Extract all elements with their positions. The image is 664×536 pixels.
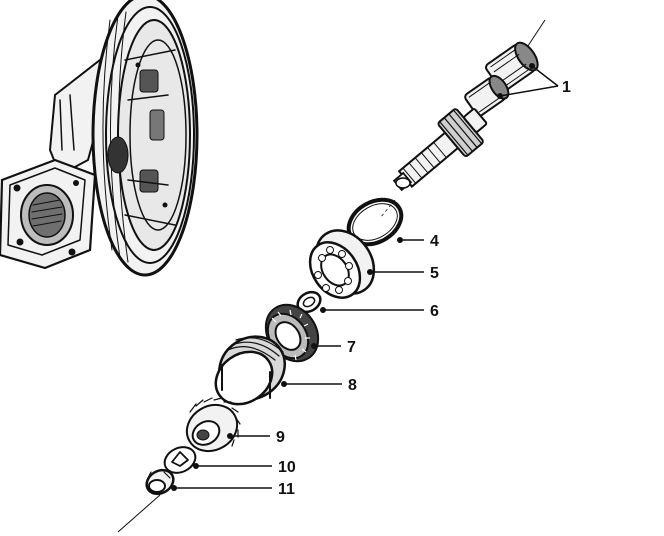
part-1-needle-bearings	[464, 41, 539, 117]
part-9-bevel-gear	[185, 397, 241, 453]
callout-label-6: 6	[430, 303, 439, 320]
callout-label-8: 8	[348, 377, 357, 394]
callout-label-9: 9	[276, 429, 285, 446]
leader-lines	[171, 63, 559, 491]
callout-label-11: 11	[278, 481, 295, 498]
callout-label-4: 4	[430, 233, 439, 250]
callout-label-10: 10	[278, 459, 296, 476]
callout-label-7: 7	[347, 339, 356, 356]
part-5-ball-bearing	[308, 229, 376, 299]
part-10-lock-washer	[163, 446, 197, 474]
callout-label-1: 1	[562, 79, 571, 96]
callout-label-5: 5	[430, 265, 439, 282]
pinion-shaft	[392, 108, 488, 192]
axis-line-bottom	[117, 494, 161, 533]
part-11-nut	[145, 468, 175, 496]
part-8-threaded-sleeve	[214, 335, 286, 406]
gearbox-housing	[0, 0, 199, 277]
